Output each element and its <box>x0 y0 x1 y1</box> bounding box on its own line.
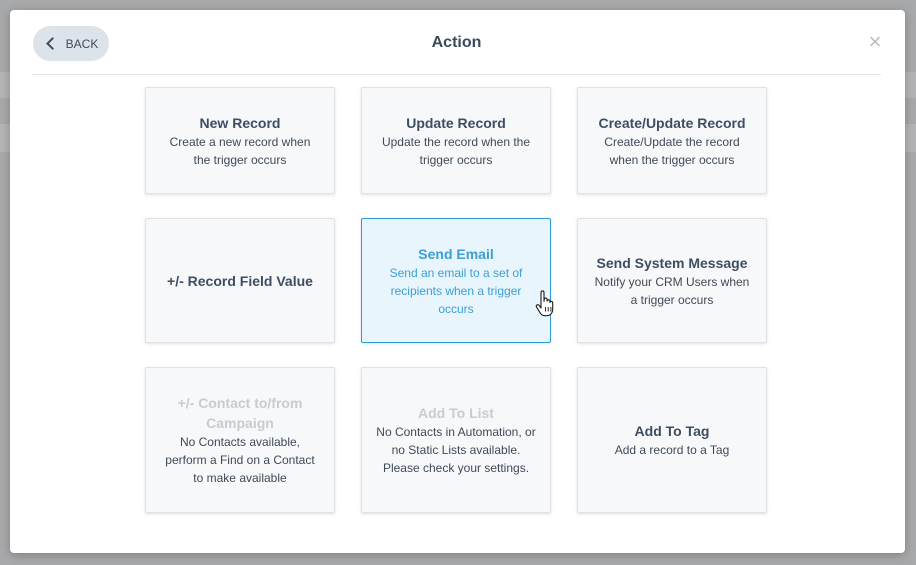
card-description: Notify your CRM Users when a trigger occ… <box>594 274 750 307</box>
back-button-label: BACK <box>65 36 99 51</box>
modal-header: BACK Action × <box>32 10 881 75</box>
card-title: +/- Contact to/from Campaign <box>177 395 303 431</box>
card-update-record[interactable]: Update Record Update the record when the… <box>361 87 551 194</box>
card-description: Add a record to a Tag <box>614 443 730 457</box>
card-description: Send an email to a set of recipients whe… <box>389 265 523 316</box>
card-description: Create/Update the record when the trigge… <box>604 134 740 167</box>
card-description: No Contacts available, perform a Find on… <box>165 435 315 485</box>
card-new-record[interactable]: New Record Create a new record when the … <box>145 87 335 194</box>
card-contact-campaign: +/- Contact to/from Campaign No Contacts… <box>145 367 335 513</box>
hand-pointer-icon <box>535 290 554 317</box>
card-description: No Contacts in Automation, or no Static … <box>376 425 536 475</box>
card-send-email[interactable]: Send Email Send an email to a set of rec… <box>361 218 551 343</box>
card-title: +/- Record Field Value <box>167 272 313 289</box>
card-title: Update Record <box>406 114 506 131</box>
card-add-to-list: Add To List No Contacts in Automation, o… <box>361 367 551 513</box>
back-button[interactable]: BACK <box>33 26 109 61</box>
card-title: Create/Update Record <box>598 114 746 131</box>
card-record-field-value[interactable]: +/- Record Field Value <box>145 218 335 343</box>
card-title: Send Email <box>418 245 494 262</box>
card-title: New Record <box>199 114 281 131</box>
card-description: Update the record when the trigger occur… <box>381 134 531 167</box>
card-title: Add To List <box>418 405 494 421</box>
card-title: Send System Message <box>596 254 748 271</box>
card-create-update-record[interactable]: Create/Update Record Create/Update the r… <box>577 87 767 194</box>
card-description: Create a new record when the trigger occ… <box>169 134 311 167</box>
card-title: Add To Tag <box>634 423 710 439</box>
card-send-system-message[interactable]: Send System Message Notify your CRM User… <box>577 218 767 343</box>
close-icon[interactable]: × <box>868 29 882 54</box>
action-modal: BACK Action × New Record Create a new re… <box>10 10 905 553</box>
modal-title: Action <box>431 34 482 51</box>
card-add-to-tag[interactable]: Add To Tag Add a record to a Tag <box>577 367 767 513</box>
